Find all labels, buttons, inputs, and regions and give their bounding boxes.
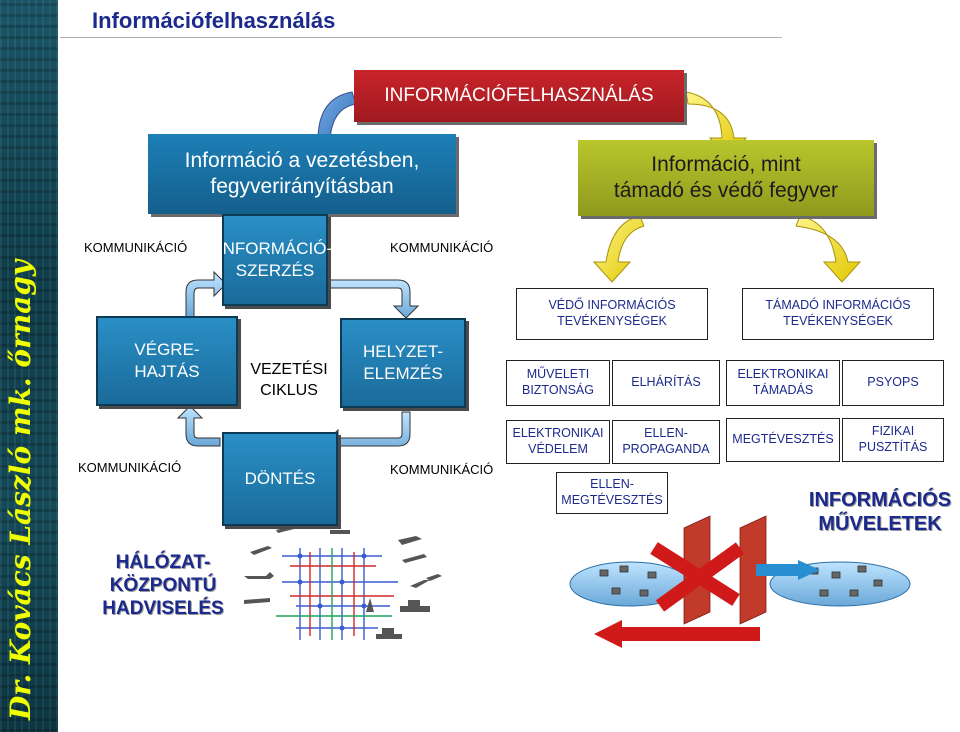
opsec-box: MŰVELETI BIZTONSÁG (506, 360, 610, 406)
defensive-activities-title: VÉDŐ INFORMÁCIÓS TEVÉKENYSÉGEK (516, 288, 708, 340)
electronic-attack-line1: ELEKTRONIKAI (737, 367, 829, 382)
cycle-arrow-top-to-right (327, 279, 420, 319)
offensive-title-line1: TÁMADÓ INFORMÁCIÓS (765, 298, 911, 313)
defensive-title-line1: VÉDŐ INFORMÁCIÓS (548, 298, 676, 313)
ncw-line3: HADVISELÉS (102, 597, 224, 619)
cycle-step-execution: VÉGRE- HAJTÁS (96, 316, 238, 406)
analysis-line1: HELYZET- (363, 341, 443, 361)
page-title: Információfelhasználás (92, 8, 336, 33)
right-header: Információ, mint támadó és védő fegyver (578, 140, 874, 216)
psyops-box: PSYOPS (842, 360, 944, 406)
acquisition-line2: SZERZÉS (235, 261, 315, 280)
execution-line2: HAJTÁS (134, 362, 200, 381)
left-header-line2: fegyverirányításban (210, 175, 394, 198)
execution-line1: VÉGRE- (134, 339, 200, 359)
left-header: Információ a vezetésben, fegyverirányítá… (148, 134, 456, 214)
info-use-header: INFORMÁCIÓFELHASZNÁLÁS (354, 70, 684, 122)
right-header-line2: támadó és védő fegyver (613, 179, 839, 202)
ncw-line2: KÖZPONTÚ (109, 574, 217, 596)
title-divider (60, 37, 782, 38)
opsec-line2: BIZTONSÁG (521, 383, 594, 397)
counterpropaganda-line1: ELLEN- (644, 426, 688, 441)
opsec-line1: MŰVELETI (526, 367, 590, 382)
information-operations-label: INFORMÁCIÓS MŰVELETEK (790, 488, 960, 536)
counterdeception-box: ELLEN- MEGTÉVESZTÉS (556, 472, 668, 514)
military-icons (244, 526, 442, 639)
network-grid-green (276, 548, 392, 640)
network-grid-red (290, 552, 394, 636)
comm-label-top-right: KOMMUNIKÁCIÓ (390, 240, 494, 255)
info-ops-line2: MŰVELETEK (818, 513, 942, 535)
comm-label-top-left: KOMMUNIKÁCIÓ (84, 240, 188, 255)
left-header-line1: Információ a vezetésben, (184, 148, 420, 172)
defensive-title-line2: TEVÉKENYSÉGEK (557, 314, 667, 328)
ew-protection-line1: ELEKTRONIKAI (512, 426, 604, 441)
acquisition-line1: INFORMÁCIÓ- (217, 238, 333, 258)
cycle-step-acquisition: INFORMÁCIÓ- SZERZÉS (218, 214, 332, 306)
network-grid (282, 548, 398, 640)
ew-protection-line2: VÉDELEM (528, 442, 588, 456)
counterintelligence-box: ELHÁRÍTÁS (612, 360, 720, 406)
comm-label-bottom-left: KOMMUNIKÁCIÓ (78, 460, 182, 475)
cycle-step-decision: DÖNTÉS (222, 432, 338, 526)
cycle-step-analysis: HELYZET- ELEMZÉS (340, 318, 466, 408)
sidebar-banner: Dr. Kovács László mk. őrnagy (0, 0, 58, 732)
physical-destruction-line2: PUSZTÍTÁS (858, 440, 928, 454)
electronic-protection-box: ELEKTRONIKAI VÉDELEM (506, 420, 610, 464)
deception-box: MEGTÉVESZTÉS (726, 418, 840, 462)
offensive-title-line2: TEVÉKENYSÉGEK (783, 314, 893, 328)
physical-destruction-line1: FIZIKAI (871, 424, 915, 439)
info-ops-scene (569, 515, 911, 648)
cycle-center-line1: VEZETÉSI (250, 361, 328, 378)
analysis-line2: ELEMZÉS (363, 364, 443, 383)
right-header-line1: Információ, mint (651, 152, 801, 176)
cycle-center-line2: CIKLUS (260, 381, 318, 399)
offensive-activities-title: TÁMADÓ INFORMÁCIÓS TEVÉKENYSÉGEK (742, 288, 934, 340)
counterdeception-line2: MEGTÉVESZTÉS (561, 493, 663, 507)
arrow-to-defensive (592, 215, 645, 283)
electronic-attack-line2: TÁMADÁS (752, 383, 814, 397)
counterdeception-line1: ELLEN- (590, 477, 634, 492)
ncw-line1: HÁLÓZAT- (115, 552, 211, 573)
comm-label-bottom-right: KOMMUNIKÁCIÓ (390, 462, 494, 477)
network-centric-warfare-label: HÁLÓZAT- KÖZPONTÚ HADVISELÉS (88, 552, 238, 620)
cycle-arrow-bottom-to-left (176, 405, 221, 447)
arrow-to-offensive (795, 215, 862, 283)
counterpropaganda-box: ELLEN- PROPAGANDA (612, 420, 720, 464)
electronic-attack-box: ELEKTRONIKAI TÁMADÁS (726, 360, 840, 406)
cycle-arrow-left-to-top (185, 270, 227, 319)
counterpropaganda-line2: PROPAGANDA (622, 442, 710, 456)
physical-destruction-box: FIZIKAI PUSZTÍTÁS (842, 418, 944, 462)
sidebar-pattern (0, 0, 58, 732)
info-ops-line1: INFORMÁCIÓS (808, 489, 952, 511)
cycle-arrow-right-to-bottom (325, 411, 411, 456)
cycle-center: VEZETÉSI CIKLUS (244, 360, 334, 402)
